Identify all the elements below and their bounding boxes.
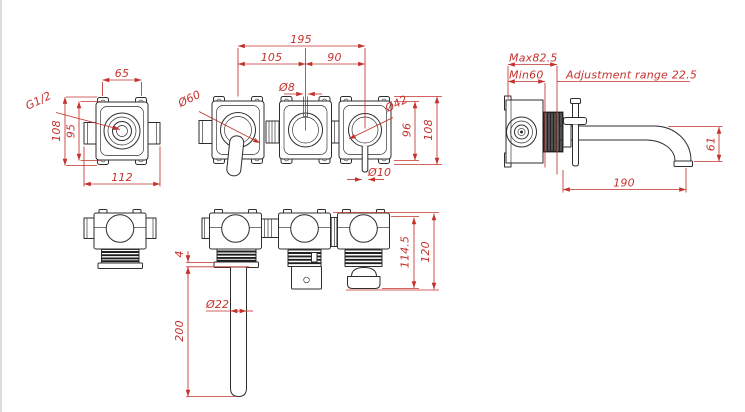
- view-front-single-valve: [83, 97, 161, 165]
- handle-rod-long: [230, 267, 247, 397]
- valve-left-top: [209, 209, 262, 250]
- collar-right: [344, 249, 383, 267]
- dim-195: 195: [290, 33, 312, 46]
- valve-right-top: [337, 209, 390, 250]
- spout-outlet: [673, 160, 693, 167]
- dim-d8: Ø8: [278, 81, 295, 94]
- dim-200: 200: [173, 320, 186, 342]
- spout-block-middle: [291, 266, 322, 290]
- cartridge-ribbed: [542, 111, 564, 153]
- dim-65: 65: [115, 67, 129, 80]
- dim-min: Min60: [509, 69, 544, 82]
- dims-top-assembly: 4 200 Ø22 114.5 120: [173, 212, 439, 397]
- dim-112: 112: [111, 171, 133, 184]
- handle-stem-right: [361, 146, 369, 173]
- dims-front-single-valve: 65 112 108 95 G1/2: [23, 67, 161, 187]
- inlet-pipe-left: [83, 122, 97, 145]
- valve-face-circles: [506, 116, 537, 148]
- label-adjustment-range: Adjustment range 22.5: [565, 69, 697, 82]
- dim-120: 120: [419, 241, 432, 263]
- dim-114-5: 114.5: [399, 236, 412, 269]
- dim-90: 90: [327, 51, 341, 64]
- threaded-collar: [97, 249, 143, 269]
- coupler-left: [261, 218, 279, 238]
- cross-handle: [563, 98, 587, 167]
- dim-d22: Ø22: [205, 298, 229, 311]
- pipe-left: [83, 217, 95, 239]
- dim-d60: Ø60: [175, 88, 203, 111]
- valve-middle-top: [278, 209, 331, 250]
- pipe-left: [201, 217, 211, 239]
- dims-front-assembly: 195 105 90 Ø8 Ø60 Ø42 96 108 Ø10: [175, 33, 442, 182]
- view-front-assembly: [198, 96, 392, 177]
- dim-108b: 108: [422, 119, 435, 141]
- pipe-right: [145, 217, 157, 239]
- dim-105: 105: [261, 51, 283, 64]
- handle-lever-left: [226, 135, 245, 177]
- dim-61: 61: [705, 137, 718, 151]
- dim-max: Max82.5: [509, 52, 558, 65]
- inlet-pipe: [198, 120, 213, 144]
- dim-4: 4: [173, 250, 186, 257]
- wall-plate: [505, 99, 544, 164]
- coupler-left: [265, 120, 280, 144]
- dims-side-assembly: Max82.5 Min60 Adjustment range 22.5 190 …: [507, 52, 723, 193]
- valve-body-top: [93, 209, 147, 250]
- label-thread-g12: G1/2: [23, 89, 53, 113]
- valve-trim-circles: [103, 112, 141, 150]
- inlet-pipe-right: [147, 122, 161, 145]
- dim-96: 96: [401, 123, 414, 137]
- dim-95: 95: [65, 124, 78, 138]
- view-top-assembly: [201, 209, 390, 397]
- view-side-assembly: [504, 95, 693, 168]
- coupler-right: [330, 120, 340, 144]
- collar-middle: [287, 249, 322, 267]
- dim-190: 190: [613, 177, 635, 190]
- spout: [558, 125, 693, 167]
- collar-left: [213, 248, 259, 268]
- dim-d10: Ø10: [367, 166, 391, 179]
- dim-108: 108: [50, 120, 63, 142]
- outlet-elbow-right: [347, 267, 381, 289]
- view-top-single-valve: [83, 209, 157, 269]
